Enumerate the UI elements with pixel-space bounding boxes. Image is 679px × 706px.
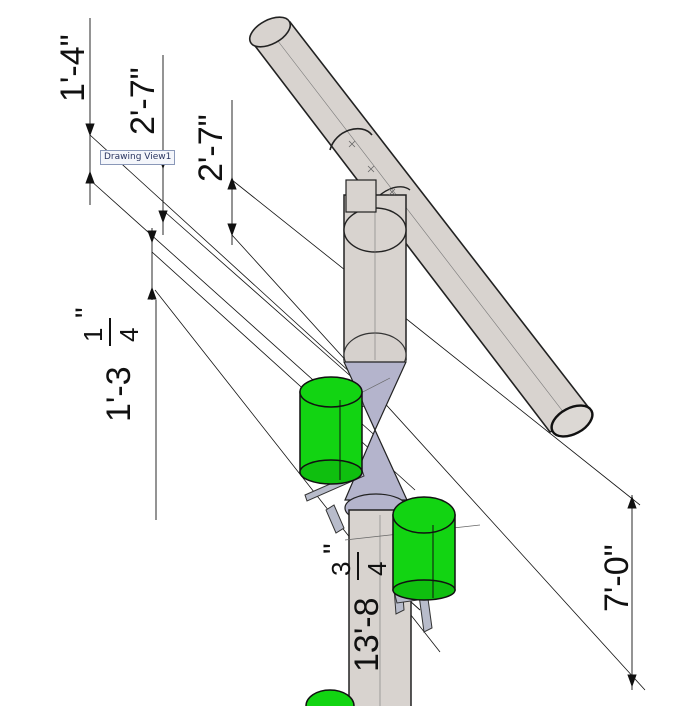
dim-2ft-7in-b: 2'-7"	[192, 114, 230, 182]
dim-2ft-7in-a: 2'-7"	[124, 67, 162, 135]
dim-1ft-3-inch: "	[70, 307, 103, 318]
construction-marks	[348, 140, 396, 196]
dim-13ft-8-den: 4	[362, 562, 392, 576]
dim-1ft-4in: 1'-4"	[54, 34, 92, 102]
valve-bodies	[299, 376, 456, 706]
dim-13ft-8-num: 3	[326, 562, 356, 576]
dim-13ft-8-whole: 13'-8	[348, 597, 386, 672]
dim-1ft-3-whole: 1'-3	[100, 366, 138, 422]
dim-13ft-8-inch: "	[318, 543, 351, 554]
dim-13ft-8-3-4in: 13'-8 3 4 "	[318, 543, 392, 672]
valve-upper	[299, 376, 363, 485]
dim-1ft-3-den: 4	[114, 328, 144, 342]
drawing-view-tooltip[interactable]: Drawing View1	[100, 150, 176, 165]
header-pipe	[248, 16, 594, 438]
dim-1ft-3-num: 1	[78, 328, 108, 342]
dimension-labels: 1'-4" 2'-7" 2'-7" 1'-3 1 4 " 13'-8 3 4 "…	[54, 34, 636, 672]
dim-1ft-3-1-4in: 1'-3 1 4 "	[70, 307, 144, 422]
valve-bottom	[305, 689, 355, 706]
extension-lines	[89, 134, 646, 691]
dim-7ft-0in: 7'-0"	[598, 544, 636, 612]
valve-right	[392, 496, 456, 601]
vertical-pipe	[311, 179, 481, 706]
